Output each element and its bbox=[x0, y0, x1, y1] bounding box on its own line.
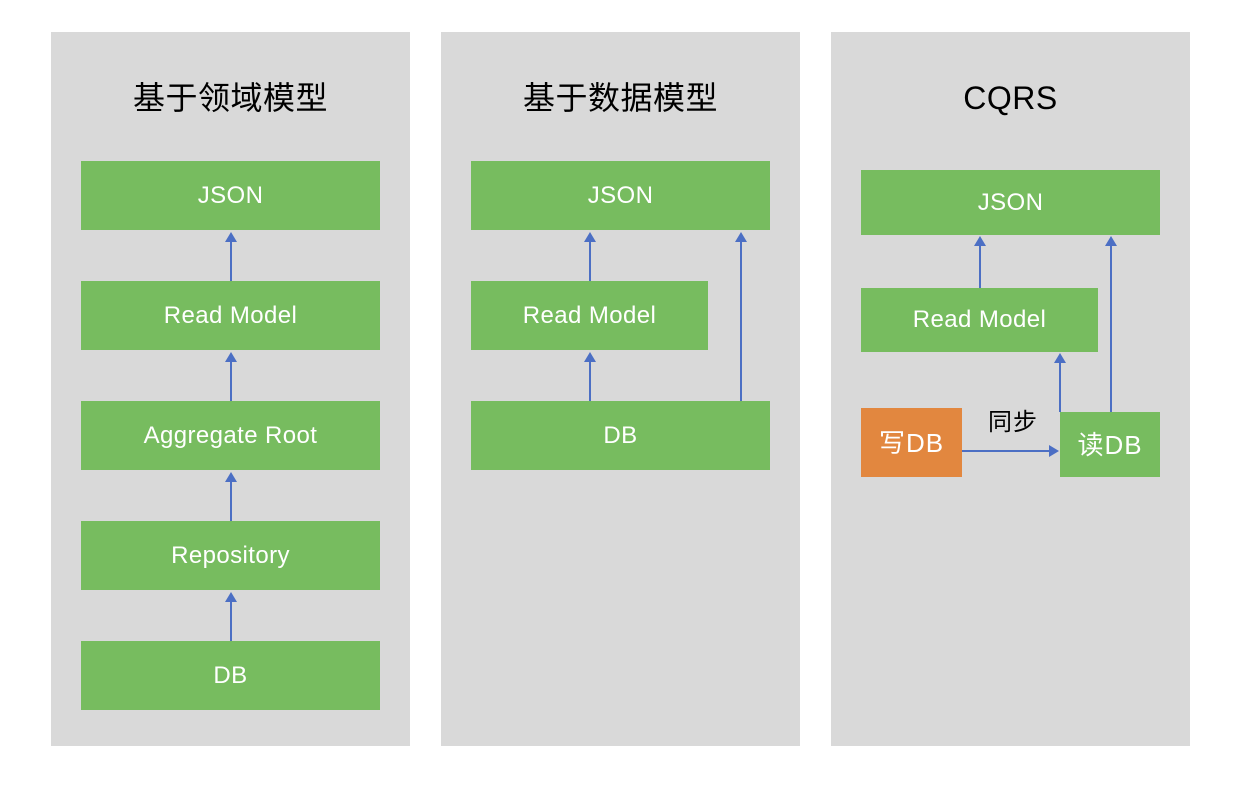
node-cqrs-json[interactable]: JSON bbox=[861, 170, 1160, 235]
node-label: 写DB bbox=[878, 427, 945, 458]
arrow-cqrs-writedb-to-readdb bbox=[962, 450, 1050, 452]
panel-cqrs: CQRS JSON Read Model 写DB 同步 读DB bbox=[831, 32, 1190, 746]
panel-title-data-model: 基于数据模型 bbox=[522, 80, 718, 116]
node-domain-repository[interactable]: Repository bbox=[81, 521, 380, 590]
panel-title-domain-model: 基于领域模型 bbox=[132, 80, 328, 116]
arrow-domain-repository-to-aggregate bbox=[230, 481, 232, 521]
arrow-domain-aggregate-to-readmodel bbox=[230, 361, 232, 401]
node-label: Aggregate Root bbox=[143, 421, 318, 449]
panel-data-model: 基于数据模型 JSON Read Model DB bbox=[441, 32, 800, 746]
node-label: 读DB bbox=[1077, 429, 1143, 460]
node-label: JSON bbox=[587, 181, 654, 209]
arrow-domain-db-to-repository bbox=[230, 601, 232, 641]
node-data-read-model[interactable]: Read Model bbox=[471, 281, 708, 350]
arrow-domain-readmodel-to-json bbox=[230, 241, 232, 281]
edge-label-sync: 同步 bbox=[988, 409, 1038, 436]
node-data-db[interactable]: DB bbox=[471, 401, 770, 470]
arrow-cqrs-readmodel-to-json bbox=[979, 245, 981, 288]
arrow-data-db-to-readmodel bbox=[589, 361, 591, 401]
arrow-cqrs-readdb-to-readmodel bbox=[1059, 362, 1061, 412]
node-label: DB bbox=[213, 661, 248, 689]
node-domain-db[interactable]: DB bbox=[81, 641, 380, 710]
arrow-data-readmodel-to-json bbox=[589, 241, 591, 281]
node-cqrs-read-db[interactable]: 读DB bbox=[1060, 412, 1160, 477]
node-domain-json[interactable]: JSON bbox=[81, 161, 380, 230]
panel-title-cqrs: CQRS bbox=[963, 80, 1058, 116]
node-label: Repository bbox=[171, 541, 290, 569]
node-label: Read Model bbox=[522, 301, 657, 329]
node-domain-aggregate-root[interactable]: Aggregate Root bbox=[81, 401, 380, 470]
node-label: DB bbox=[603, 421, 638, 449]
node-label: Read Model bbox=[163, 301, 298, 329]
node-label: JSON bbox=[977, 188, 1044, 216]
node-cqrs-write-db[interactable]: 写DB bbox=[861, 408, 962, 477]
node-label: Read Model bbox=[912, 306, 1047, 333]
arrow-cqrs-readdb-to-json bbox=[1110, 245, 1112, 412]
arrow-data-db-to-json bbox=[740, 241, 742, 402]
node-cqrs-read-model[interactable]: Read Model bbox=[861, 288, 1098, 352]
node-data-json[interactable]: JSON bbox=[471, 161, 770, 230]
panel-domain-model: 基于领域模型 JSON Read Model Aggregate Root Re… bbox=[51, 32, 410, 746]
node-domain-read-model[interactable]: Read Model bbox=[81, 281, 380, 350]
node-label: JSON bbox=[197, 181, 264, 209]
